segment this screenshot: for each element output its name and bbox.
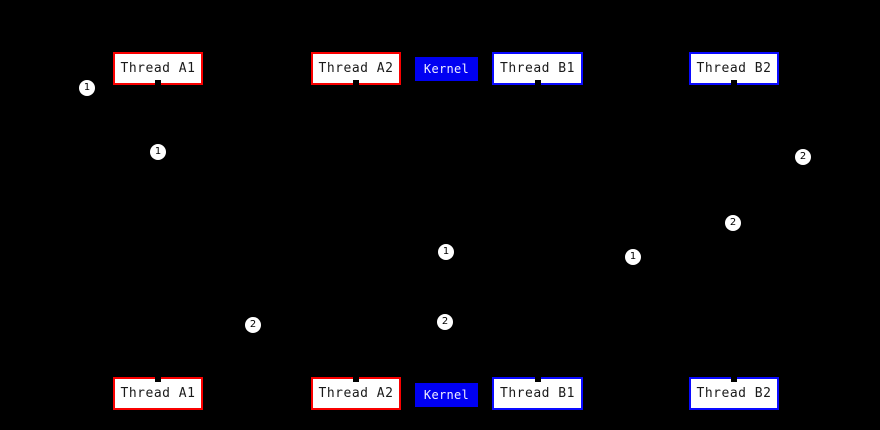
sequence-step-marker-1: 1	[438, 244, 454, 260]
actor-label-kernel: Kernel	[423, 62, 470, 76]
actor-label-thread-b2: Thread B2	[696, 386, 772, 401]
actor-box-kernel-bottom: Kernel	[415, 383, 478, 407]
actor-box-thread-b2-bottom: Thread B2	[689, 377, 779, 410]
actor-label-thread-a1: Thread A1	[120, 386, 196, 401]
sequence-step-marker-2: 2	[437, 314, 453, 330]
actor-label-thread-a1: Thread A1	[120, 61, 196, 76]
lifeline-stub	[731, 377, 737, 382]
sequence-step-marker-1: 1	[150, 144, 166, 160]
actor-box-thread-a2-top: Thread A2	[311, 52, 401, 85]
actor-label-thread-b1: Thread B1	[500, 386, 575, 401]
sequence-step-marker-1: 1	[625, 249, 641, 265]
lifeline-stub	[731, 80, 737, 85]
actor-label-thread-a2: Thread A2	[318, 386, 394, 401]
lifeline-stub	[155, 377, 161, 382]
actor-box-thread-a2-bottom: Thread A2	[311, 377, 401, 410]
actor-label-thread-b1: Thread B1	[500, 61, 575, 76]
actor-label-thread-a2: Thread A2	[318, 61, 394, 76]
actor-box-thread-b1-bottom: Thread B1	[492, 377, 583, 410]
sequence-step-marker-1: 1	[79, 80, 95, 96]
actor-box-thread-b2-top: Thread B2	[689, 52, 779, 85]
lifeline-stub	[155, 80, 161, 85]
actor-box-thread-a1-bottom: Thread A1	[113, 377, 203, 410]
lifeline-stub	[534, 377, 541, 382]
sequence-step-marker-2: 2	[795, 149, 811, 165]
actor-label-kernel: Kernel	[423, 388, 470, 402]
actor-box-thread-b1-top: Thread B1	[492, 52, 583, 85]
sequence-step-marker-2: 2	[725, 215, 741, 231]
lifeline-stub	[353, 80, 359, 85]
sequence-step-marker-2: 2	[245, 317, 261, 333]
actor-box-thread-a1-top: Thread A1	[113, 52, 203, 85]
lifeline-stub	[534, 80, 541, 85]
actor-box-kernel-top: Kernel	[415, 57, 478, 81]
lifeline-stub	[353, 377, 359, 382]
actor-label-thread-b2: Thread B2	[696, 61, 772, 76]
